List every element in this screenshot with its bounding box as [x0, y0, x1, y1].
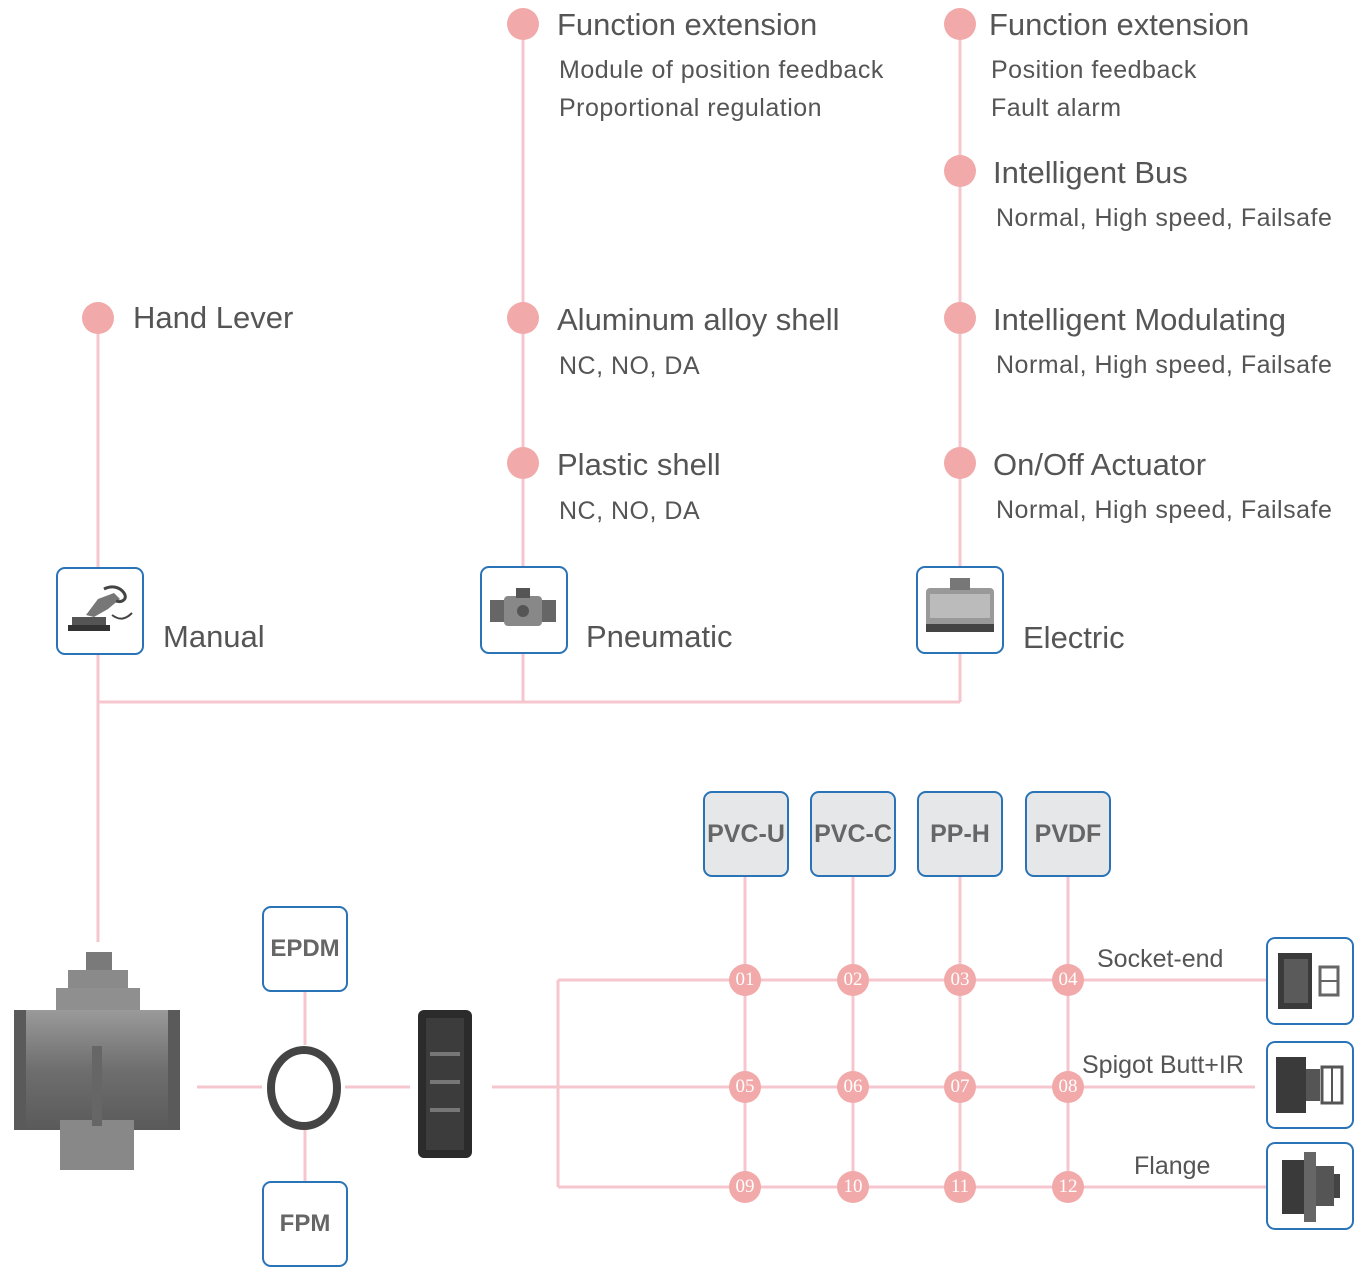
spigot-butt-icon	[1276, 1057, 1344, 1113]
option-detail: Proportional regulation	[559, 94, 823, 122]
matrix-node-07[interactable]: 07	[944, 1071, 976, 1103]
option-detail: NC, NO, DA	[559, 352, 701, 380]
matrix-node-06[interactable]: 06	[837, 1071, 869, 1103]
matrix-node-05[interactable]: 05	[729, 1071, 761, 1103]
matrix-node-08[interactable]: 08	[1052, 1071, 1084, 1103]
category-label-electric: Electric	[1023, 620, 1125, 655]
option-detail: NC, NO, DA	[559, 497, 701, 525]
electric-actuator-icon	[926, 578, 994, 632]
end-label-spigot: Spigot Butt+IR	[1082, 1051, 1244, 1079]
option-title: On/Off Actuator	[993, 447, 1207, 482]
material-box-pvc-c[interactable]: PVC-C	[810, 791, 896, 877]
pneumatic-actuator-box[interactable]	[480, 566, 568, 654]
category-label-manual: Manual	[163, 619, 265, 654]
material-box-pp-h[interactable]: PP-H	[917, 791, 1003, 877]
flange-box[interactable]	[1266, 1142, 1354, 1230]
o-ring-icon	[267, 1046, 341, 1130]
seal-box-fpm[interactable]: FPM	[262, 1181, 348, 1267]
option-detail: Fault alarm	[991, 94, 1122, 122]
electric-actuator-box[interactable]	[916, 566, 1004, 654]
matrix-node-11[interactable]: 11	[944, 1171, 976, 1203]
material-box-pvdf[interactable]: PVDF	[1025, 791, 1111, 877]
option-title: Function extension	[989, 7, 1250, 42]
socket-end-icon	[1278, 953, 1340, 1009]
matrix-node-02[interactable]: 02	[837, 964, 869, 996]
option-detail: Position feedback	[991, 56, 1197, 84]
end-label-socket: Socket-end	[1097, 945, 1224, 973]
hand-lever-icon	[68, 585, 133, 631]
flange-icon	[1282, 1152, 1340, 1222]
matrix-node-03[interactable]: 03	[944, 964, 976, 996]
option-detail: Module of position feedback	[559, 56, 884, 84]
seal-box-epdm[interactable]: EPDM	[262, 906, 348, 992]
option-title: Function extension	[557, 7, 818, 42]
matrix-node-01[interactable]: 01	[729, 964, 761, 996]
option-detail: Normal, High speed, Failsafe	[996, 204, 1333, 232]
option-title: Intelligent Bus	[993, 155, 1188, 190]
matrix-node-04[interactable]: 04	[1052, 964, 1084, 996]
matrix-node-10[interactable]: 10	[837, 1171, 869, 1203]
manual-actuator-box[interactable]	[56, 567, 144, 655]
option-detail: Normal, High speed, Failsafe	[996, 351, 1333, 379]
option-title: Intelligent Modulating	[993, 302, 1286, 337]
option-title: Aluminum alloy shell	[557, 302, 840, 337]
matrix-node-12[interactable]: 12	[1052, 1171, 1084, 1203]
option-title: Hand Lever	[133, 300, 294, 335]
option-detail: Normal, High speed, Failsafe	[996, 496, 1333, 524]
material-box-pvc-u[interactable]: PVC-U	[703, 791, 789, 877]
category-label-pneumatic: Pneumatic	[586, 619, 733, 654]
union-nut-icon	[418, 1010, 472, 1158]
socket-end-box[interactable]	[1266, 937, 1354, 1025]
option-title: Plastic shell	[557, 447, 721, 482]
valve-body-icon	[14, 952, 180, 1170]
matrix-node-09[interactable]: 09	[729, 1171, 761, 1203]
spigot-butt-box[interactable]	[1266, 1041, 1354, 1129]
end-label-flange: Flange	[1134, 1152, 1211, 1180]
pneumatic-actuator-icon	[490, 588, 556, 626]
